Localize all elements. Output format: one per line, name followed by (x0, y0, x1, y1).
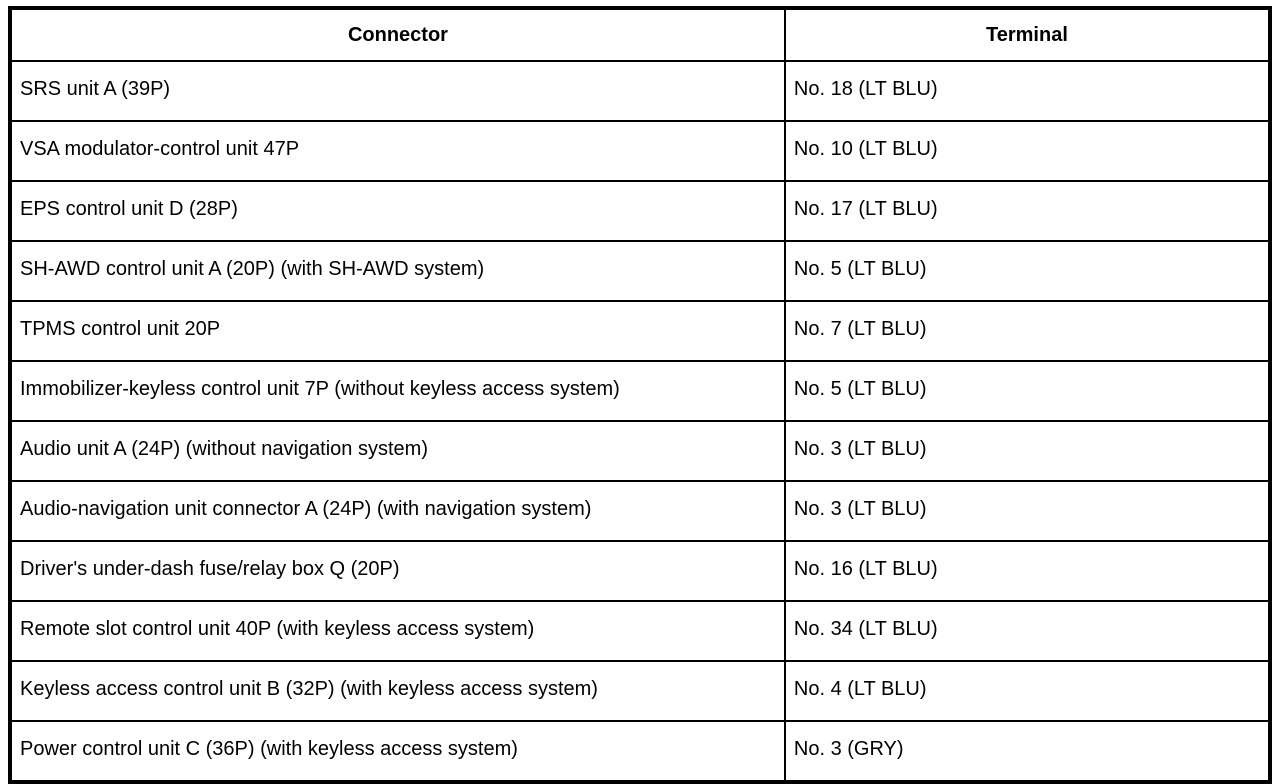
connector-cell: TPMS control unit 20P (9, 300, 786, 362)
table-row: Audio-navigation unit connector A (24P) … (9, 480, 1272, 542)
connector-cell: EPS control unit D (28P) (9, 180, 786, 242)
table-row: EPS control unit D (28P)No. 17 (LT BLU) (9, 180, 1272, 242)
connector-cell: VSA modulator-control unit 47P (9, 120, 786, 182)
table-row: Remote slot control unit 40P (with keyle… (9, 600, 1272, 662)
connector-cell: SH-AWD control unit A (20P) (with SH-AWD… (9, 240, 786, 302)
column-header-terminal: Terminal (783, 7, 1272, 62)
table-row: Audio unit A (24P) (without navigation s… (9, 420, 1272, 482)
terminal-cell: No. 16 (LT BLU) (783, 540, 1272, 602)
header-row: Connector Terminal (9, 7, 1272, 62)
terminal-cell: No. 5 (LT BLU) (783, 360, 1272, 422)
terminal-cell: No. 34 (LT BLU) (783, 600, 1272, 662)
connector-cell: SRS unit A (39P) (9, 60, 786, 122)
connector-cell: Keyless access control unit B (32P) (wit… (9, 660, 786, 722)
terminal-cell: No. 3 (LT BLU) (783, 480, 1272, 542)
connector-cell: Driver's under-dash fuse/relay box Q (20… (9, 540, 786, 602)
connector-cell: Audio-navigation unit connector A (24P) … (9, 480, 786, 542)
terminal-cell: No. 17 (LT BLU) (783, 180, 1272, 242)
table-body: SRS unit A (39P)No. 18 (LT BLU)VSA modul… (9, 60, 1272, 783)
connector-cell: Audio unit A (24P) (without navigation s… (9, 420, 786, 482)
terminal-cell: No. 18 (LT BLU) (783, 60, 1272, 122)
table-row: Keyless access control unit B (32P) (wit… (9, 660, 1272, 722)
table-row: Power control unit C (36P) (with keyless… (9, 720, 1272, 783)
table-row: Driver's under-dash fuse/relay box Q (20… (9, 540, 1272, 602)
connector-cell: Remote slot control unit 40P (with keyle… (9, 600, 786, 662)
table-row: SH-AWD control unit A (20P) (with SH-AWD… (9, 240, 1272, 302)
terminal-cell: No. 3 (LT BLU) (783, 420, 1272, 482)
terminal-cell: No. 4 (LT BLU) (783, 660, 1272, 722)
table-row: Immobilizer-keyless control unit 7P (wit… (9, 360, 1272, 422)
connector-cell: Immobilizer-keyless control unit 7P (wit… (9, 360, 786, 422)
table-header: Connector Terminal (9, 7, 1272, 62)
terminal-cell: No. 5 (LT BLU) (783, 240, 1272, 302)
page: Connector Terminal SRS unit A (39P)No. 1… (8, 6, 1272, 784)
terminal-cell: No. 3 (GRY) (783, 720, 1272, 783)
connector-terminal-table: Connector Terminal SRS unit A (39P)No. 1… (8, 6, 1272, 784)
table-row: SRS unit A (39P)No. 18 (LT BLU) (9, 60, 1272, 122)
connector-cell: Power control unit C (36P) (with keyless… (9, 720, 786, 783)
column-header-connector: Connector (9, 7, 786, 62)
terminal-cell: No. 10 (LT BLU) (783, 120, 1272, 182)
terminal-cell: No. 7 (LT BLU) (783, 300, 1272, 362)
